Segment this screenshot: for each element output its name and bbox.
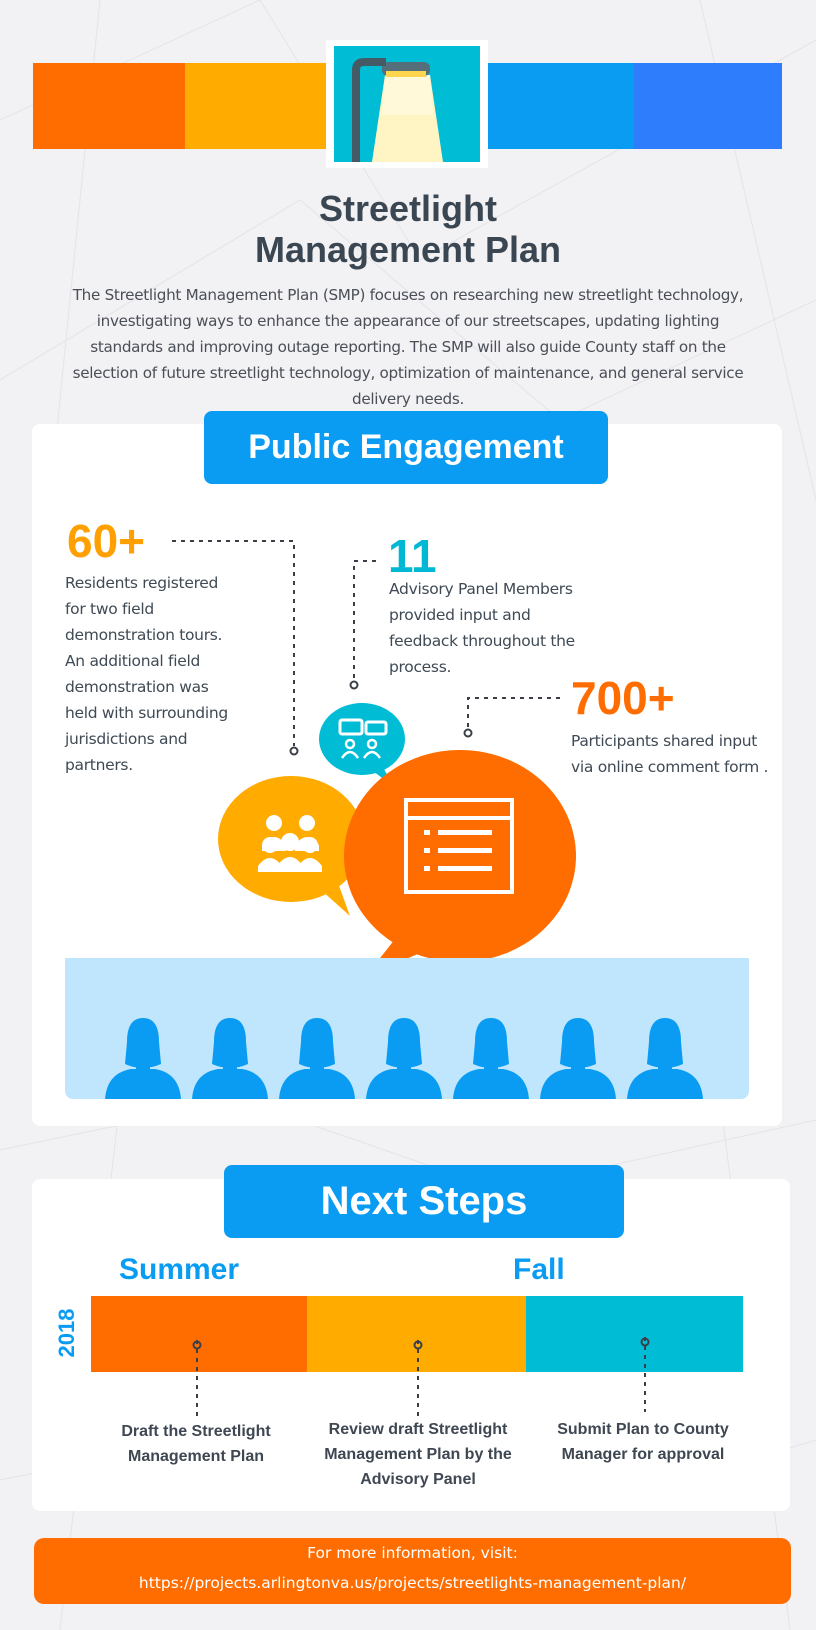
footer-banner: For more information, visit: https://pro… (34, 1538, 791, 1604)
stat-panel-number: 11 (388, 530, 437, 582)
footer-link[interactable]: https://projects.arlingtonva.us/projects… (138, 1574, 687, 1592)
engagement-heading: Public Engagement (204, 411, 608, 484)
season-fall: Fall (513, 1253, 565, 1286)
step-submit-label: Submit Plan to County Manager for approv… (557, 1421, 729, 1463)
person-silhouette-icon (540, 1018, 616, 1099)
stat-residents-number: 60+ (67, 515, 146, 567)
color-band-2 (185, 63, 328, 149)
stat-participants-text: Participants shared input via online com… (571, 732, 769, 776)
person-silhouette-icon (627, 1018, 703, 1099)
streetlight-icon (326, 40, 488, 168)
color-band-3 (488, 63, 634, 149)
season-summer: Summer (119, 1253, 240, 1286)
person-silhouette-icon (279, 1018, 355, 1099)
timeline-segment-1 (91, 1296, 307, 1372)
footer-line-1: For more information, visit: (307, 1544, 518, 1562)
audience-row (105, 1018, 725, 1099)
title-line-1: Streetlight (318, 188, 497, 229)
color-band-1 (33, 63, 185, 149)
page-title: Streetlight Management Plan (0, 188, 816, 270)
color-band-4 (634, 63, 782, 149)
step-review-label: Review draft Streetlight Management Plan… (324, 1421, 512, 1488)
timeline-segment-2 (307, 1296, 526, 1372)
person-silhouette-icon (192, 1018, 268, 1099)
audience-panel (65, 958, 749, 1099)
person-silhouette-icon (366, 1018, 442, 1099)
step-draft-label: Draft the Streetlight Management Plan (121, 1423, 271, 1465)
person-silhouette-icon (453, 1018, 529, 1099)
timeline-segment-3 (526, 1296, 743, 1372)
title-line-2: Management Plan (254, 229, 562, 270)
engagement-illustration (172, 540, 576, 976)
stat-residents-text: Residents registered for two field demon… (65, 574, 228, 774)
next-steps-heading: Next Steps (224, 1165, 624, 1238)
timeline-connectors (192, 1337, 650, 1418)
stat-panel-text: Advisory Panel Members provided input an… (389, 580, 575, 676)
group-bubble (218, 776, 364, 916)
stat-participants-number: 700+ (571, 672, 675, 724)
intro-paragraph: The Streetlight Management Plan (SMP) fo… (72, 286, 744, 408)
form-bubble (344, 750, 576, 976)
person-silhouette-icon (105, 1018, 181, 1099)
